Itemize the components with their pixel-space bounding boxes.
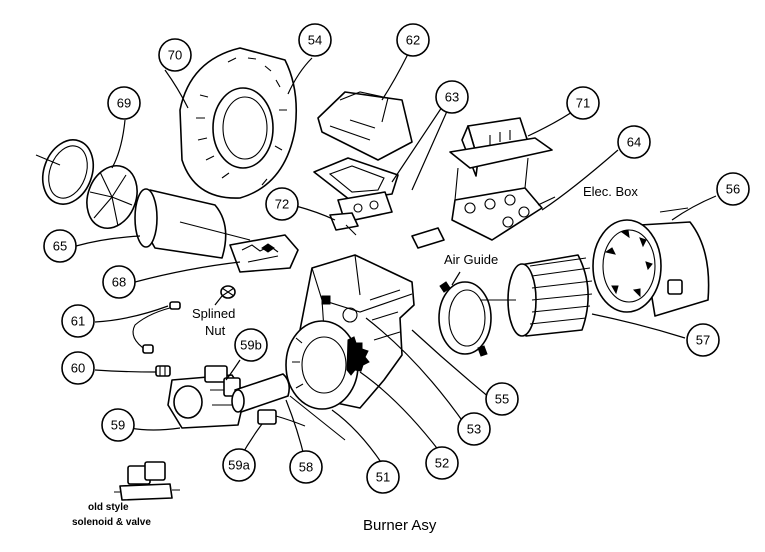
callout-68-text: 68	[112, 275, 126, 290]
elec-box-label: Elec. Box	[583, 184, 638, 199]
callout-72: 72	[265, 187, 299, 221]
part-72-clip	[329, 212, 359, 236]
callout-60-text: 60	[71, 361, 85, 376]
callout-68: 68	[102, 265, 136, 299]
part-57-blower-wheel	[480, 254, 593, 337]
part-55-air-guide	[438, 281, 492, 357]
splined-nut-label-line1: Splined	[192, 306, 235, 321]
part-58-coupling	[231, 373, 346, 441]
old-style-label-line2: solenoid & valve	[72, 517, 151, 528]
callout-72-text: 72	[275, 197, 289, 212]
callout-63-text: 63	[445, 90, 459, 105]
part-59a-plug	[257, 409, 306, 427]
callout-57-text: 57	[696, 333, 710, 348]
part-69-head-rings	[35, 139, 138, 229]
part-63-igniter-base	[313, 157, 399, 223]
callout-62-text: 62	[406, 33, 420, 48]
callout-64: 64	[617, 125, 651, 159]
callout-61: 61	[61, 304, 95, 338]
callout-59b: 59b	[234, 328, 268, 362]
callout-56: 56	[716, 172, 750, 206]
callout-70: 70	[158, 38, 192, 72]
callout-64-text: 64	[627, 135, 641, 150]
air-guide-label: Air Guide	[444, 252, 498, 267]
callout-70-text: 70	[168, 48, 182, 63]
callout-60: 60	[61, 351, 95, 385]
callout-71-text: 71	[576, 96, 590, 111]
callout-55: 55	[485, 382, 519, 416]
leader-lines	[75, 53, 717, 469]
callout-58-text: 58	[299, 460, 313, 475]
callout-53-text: 53	[467, 422, 481, 437]
callout-59a: 59a	[222, 448, 256, 482]
callout-63: 63	[435, 80, 469, 114]
part-56-motor	[592, 207, 710, 317]
callout-56-text: 56	[726, 182, 740, 197]
callout-62: 62	[396, 23, 430, 57]
callout-53: 53	[457, 412, 491, 446]
callout-69-text: 69	[117, 96, 131, 111]
diagram-caption: Burner Asy	[363, 517, 437, 534]
callout-65: 65	[43, 229, 77, 263]
callout-69: 69	[107, 86, 141, 120]
old-style-label-line1: old style	[88, 502, 129, 513]
callout-54-text: 54	[308, 33, 322, 48]
part-61-fuel-line	[132, 301, 181, 354]
splined-nut	[220, 285, 236, 299]
callout-58: 58	[289, 450, 323, 484]
callout-59-text: 59	[111, 418, 125, 433]
callout-59a-text: 59a	[228, 458, 250, 473]
callout-52: 52	[425, 446, 459, 480]
callout-59b-text: 59b	[240, 338, 262, 353]
splined-nut-label-line2: Nut	[205, 323, 226, 338]
callout-54: 54	[298, 23, 332, 57]
part-71-control	[449, 117, 553, 177]
callout-51: 51	[366, 460, 400, 494]
callout-65-text: 65	[53, 239, 67, 254]
callout-71: 71	[566, 86, 600, 120]
old-style-solenoid-valve	[114, 461, 180, 501]
part-70-housing-plate	[179, 47, 298, 199]
callout-57: 57	[686, 323, 720, 357]
callout-61-text: 61	[71, 314, 85, 329]
part-62-transformer	[317, 91, 413, 161]
part-64-elec-box	[411, 157, 543, 249]
part-52-gear-plate	[346, 336, 370, 376]
callout-52-text: 52	[435, 456, 449, 471]
part-65-air-tube	[134, 188, 251, 259]
part-60-fitting	[155, 365, 171, 377]
callout-59: 59	[101, 408, 135, 442]
callout-51-text: 51	[376, 470, 390, 485]
part-68-electrode-assembly	[229, 234, 299, 273]
callout-55-text: 55	[495, 392, 509, 407]
